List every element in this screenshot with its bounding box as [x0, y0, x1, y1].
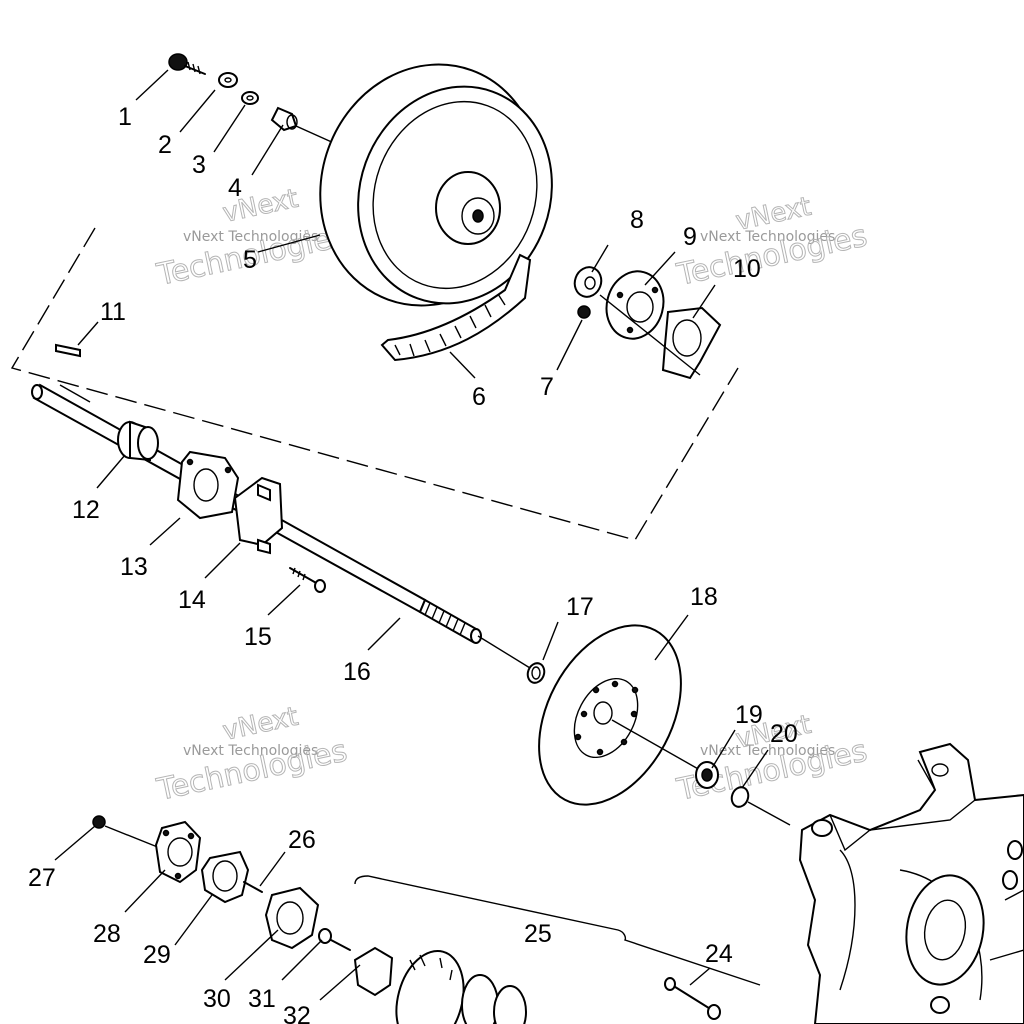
flange-bearing-part-13	[176, 450, 240, 520]
callout-17: 17	[566, 593, 594, 621]
bolt-part-15	[289, 567, 326, 593]
callout-18: 18	[690, 583, 718, 611]
callout-32: 32	[283, 1002, 311, 1024]
watermark-text: vNext Technologies	[183, 229, 318, 245]
lock-washer-part-3	[241, 91, 259, 105]
axis-line	[611, 719, 701, 771]
brake-disc-part-18	[538, 624, 682, 806]
callout-16: 16	[343, 658, 371, 686]
watermark-text: vNext Technologies	[183, 743, 318, 759]
callout-27: 27	[28, 864, 56, 892]
watermark-top-right: vNext vNext Technologies Technologies	[673, 191, 871, 293]
bracket-25	[354, 875, 761, 986]
key-part-11	[55, 343, 81, 358]
callout-1: 1	[118, 103, 132, 131]
callout-29: 29	[143, 941, 171, 969]
callout-24: 24	[705, 940, 733, 968]
washer-part-2	[218, 72, 238, 88]
callout-4: 4	[228, 174, 242, 202]
bearing-bracket-part-10	[661, 306, 722, 380]
spacer-part-4	[270, 106, 298, 132]
callout-15: 15	[244, 623, 272, 651]
axis-line	[599, 294, 701, 376]
callout-30: 30	[203, 985, 231, 1013]
belt-part-6	[380, 253, 532, 362]
flange-part-28	[154, 820, 202, 884]
callout-12: 12	[72, 496, 100, 524]
callout-9: 9	[683, 223, 697, 251]
callout-31: 31	[248, 985, 276, 1013]
callout-25: 25	[524, 920, 552, 948]
snap-ring-part-17	[526, 662, 546, 684]
leader-lines	[54, 69, 769, 1001]
callout-7: 7	[540, 373, 554, 401]
bearing-part-12	[117, 420, 159, 462]
nut-part-27	[92, 815, 106, 829]
callout-5: 5	[243, 246, 257, 274]
bearing-part-19	[695, 761, 719, 789]
washer-part-8	[573, 266, 603, 298]
watermark-text: vNext Technologies	[700, 229, 835, 245]
callout-19: 19	[735, 701, 763, 729]
pulley-wheel-part-5	[319, 63, 553, 307]
flange-part-9	[605, 270, 665, 340]
callout-10: 10	[733, 255, 761, 283]
callout-11: 11	[100, 298, 126, 326]
callout-6: 6	[472, 383, 486, 411]
sprocket-part-32	[353, 946, 527, 1024]
callout-2: 2	[158, 131, 172, 159]
retaining-clip-part-20	[730, 786, 750, 808]
callout-13: 13	[120, 553, 148, 581]
callout-20: 20	[770, 720, 798, 748]
axis-line	[747, 801, 791, 826]
callout-14: 14	[178, 586, 206, 614]
assembly-dashed-box	[10, 227, 739, 541]
callout-26: 26	[288, 826, 316, 854]
watermark-text: vNext	[220, 702, 301, 747]
collar-part-14	[233, 476, 284, 555]
chaincase-housing	[798, 742, 1024, 1024]
bearing-housing-part-30	[264, 886, 320, 950]
bolt-part-31	[318, 928, 351, 951]
gasket-part-29	[200, 850, 250, 904]
callout-labels: 1 2 3 4 5 6 7 8 9 10 11 12 13 14 15 16 1…	[28, 103, 798, 1024]
bolt-part-1	[168, 53, 206, 75]
bolt-part-24	[664, 977, 721, 1020]
axis-line	[477, 635, 531, 669]
callout-8: 8	[630, 206, 644, 234]
callout-3: 3	[192, 151, 206, 179]
callout-28: 28	[93, 920, 121, 948]
pin-part-26	[243, 881, 263, 893]
watermark-bottom-left: vNext vNext Technologies Technologies	[153, 701, 351, 808]
nut-part-7	[577, 305, 591, 319]
axis-line	[104, 825, 161, 849]
